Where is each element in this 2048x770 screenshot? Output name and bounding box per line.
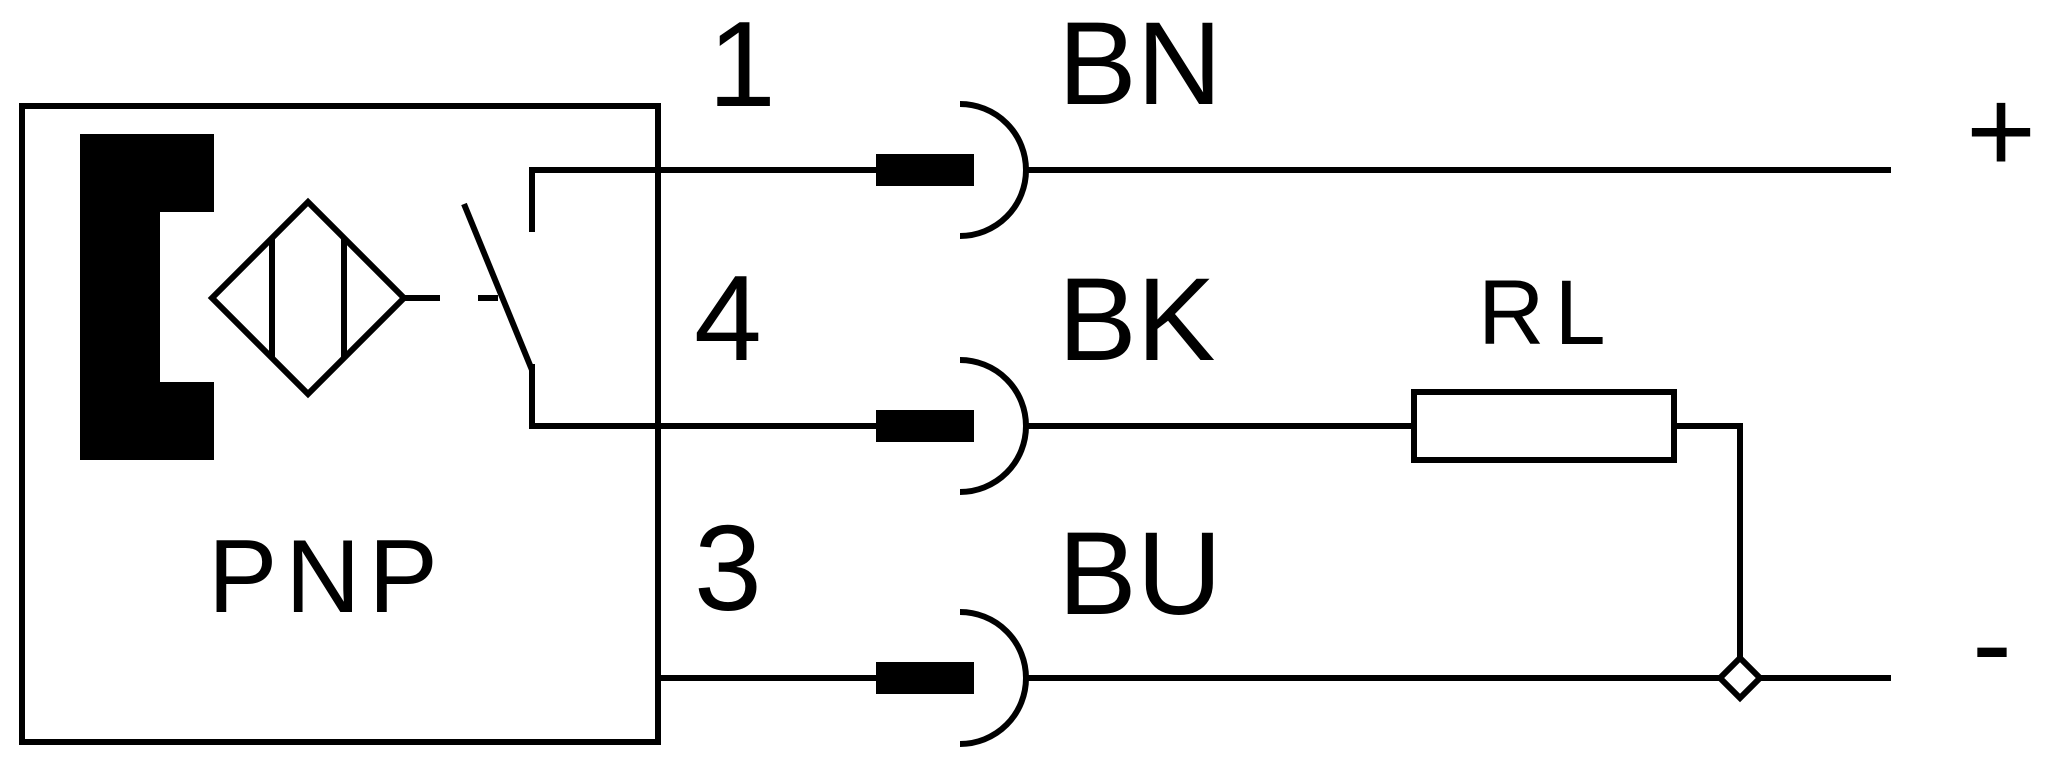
pin-number-3: 3: [694, 500, 762, 636]
internal-wiring: [529, 167, 661, 429]
load-label: RL: [1478, 262, 1616, 364]
resistor-icon: [1411, 389, 1677, 463]
switch-contact-icon: [461, 172, 535, 426]
wire-label-bn: BN: [1058, 0, 1222, 130]
sensor-housing: PNP: [19, 103, 661, 745]
wire-label-bu: BU: [1058, 508, 1222, 640]
output-type-label: PNP: [208, 519, 446, 635]
pin-number-1: 1: [708, 0, 776, 132]
load-resistor: RL: [1411, 262, 1743, 661]
wire-bn: [655, 101, 1891, 239]
pin-number-4: 4: [694, 250, 762, 386]
junction-node-icon: [1715, 653, 1765, 703]
proximity-sensor-icon: [207, 197, 409, 399]
wire-bu: [655, 609, 1891, 747]
sensing-face-bracket-icon: [80, 134, 214, 460]
wire-bk: [655, 357, 1417, 495]
wire-label-bk: BK: [1058, 254, 1215, 386]
supply-positive-label: +: [1966, 64, 2036, 198]
supply-negative-label: -: [1972, 576, 2012, 710]
